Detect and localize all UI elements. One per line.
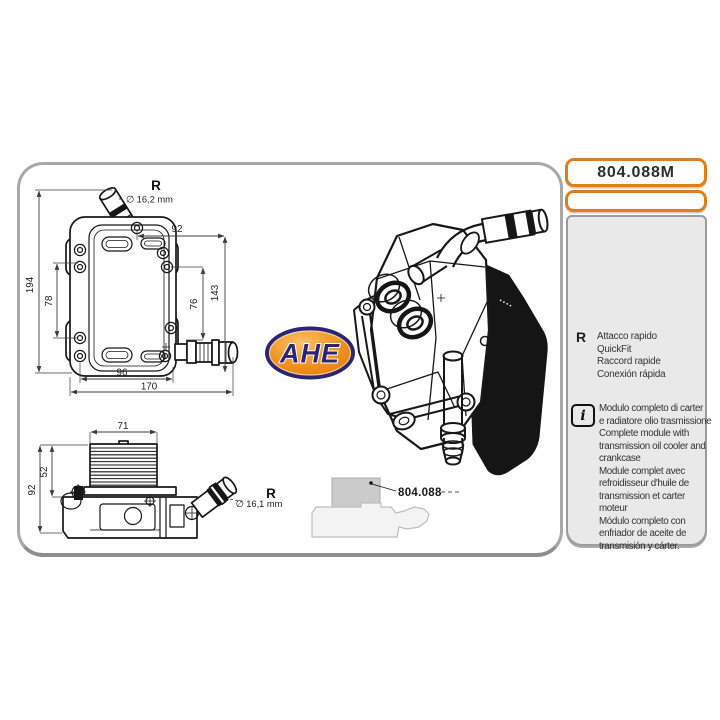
info-line: enfriador de aceite de (599, 528, 687, 540)
quickfit-line-es: Conexión rápida (597, 369, 666, 381)
quickfit-line-it: Attacco rapido (597, 331, 657, 342)
iso-bottom-hose (440, 350, 466, 466)
side-view-dimensions: 71 52 92 R ∅ 16,1 mm (27, 421, 283, 534)
info-description: Modulo completo di carter e radiatore ol… (599, 403, 713, 554)
side-fitting-diameter: ∅ 16,1 mm (236, 499, 283, 509)
quickfit-symbol: R (576, 329, 587, 345)
side-quickfit-symbol: R (266, 486, 276, 501)
part-number: 804.088M (597, 163, 675, 181)
info-line: Module complet avec (599, 465, 685, 477)
callout-silhouette: 804.088 (311, 477, 462, 538)
info-line: Módulo completo con (599, 515, 686, 527)
info-panel: R Attacco rapido QuickFit Raccord rapide… (566, 215, 712, 552)
quickfit-line-en: QuickFit (597, 343, 632, 355)
info-line: Complete module with (599, 428, 689, 440)
dim-170-label: 170 (141, 382, 158, 393)
quickfit-section: R Attacco rapido QuickFit Raccord rapide… (576, 329, 666, 382)
side-elbow-fitting (190, 476, 238, 519)
info-line: refroidisseur d'huile de (599, 478, 689, 490)
brand-logo: AHE (265, 326, 355, 380)
iso-gasket-ports (367, 249, 448, 340)
front-quickfit-symbol: R (151, 178, 161, 193)
iso-bracket (353, 294, 491, 431)
iso-top-hose (436, 208, 549, 268)
dim-78-label: 78 (44, 295, 55, 306)
info-line: transmission oil cooler and (599, 440, 706, 452)
brand-logo-text: AHE (279, 339, 340, 369)
dim-92-label: 92 (172, 224, 183, 235)
info-icon: i (571, 404, 595, 427)
iso-housing (369, 222, 491, 451)
dim-92s-label: 92 (27, 485, 38, 496)
iso-view-drawing (353, 208, 549, 476)
quickfit-line-fr: Raccord rapide (597, 356, 661, 368)
info-section: i Modulo completo di carter e radiatore … (571, 403, 713, 554)
info-line: e radiatore olio trasmissione (599, 415, 712, 427)
callout-part-number: 804.088 (398, 487, 442, 499)
drawing-panel: 194 78 92 143 76 96 170 R ∅ 16,2 mm (17, 162, 563, 557)
front-view-dimensions: 194 78 92 143 76 96 170 R ∅ 16,2 mm (25, 178, 234, 396)
dim-76-label: 76 (189, 298, 200, 309)
info-line: transmission et carter moteur (599, 490, 685, 515)
secondary-number-box[interactable] (565, 190, 707, 212)
front-fitting-diameter: ∅ 16,2 mm (126, 195, 173, 205)
dim-52-label: 52 (39, 467, 50, 478)
callout-body (311, 502, 430, 538)
dim-96-label: 96 (117, 368, 128, 379)
dim-71-label: 71 (118, 421, 129, 432)
info-line: crankcase (599, 453, 641, 465)
side-view-body (60, 440, 238, 539)
side-view-drawing: 71 52 92 R ∅ 16,1 mm (27, 421, 283, 539)
dim-143-label: 143 (210, 284, 221, 301)
info-line: Modulo completo di carter (599, 403, 703, 414)
dim-194-label: 194 (25, 276, 36, 293)
part-number-box[interactable]: 804.088M (565, 158, 707, 187)
info-line: transmisión y cárter. (599, 541, 680, 553)
quickfit-lines: Attacco rapido QuickFit Raccord rapide C… (597, 331, 666, 382)
front-view-body (65, 186, 239, 377)
front-view-drawing: 194 78 92 143 76 96 170 R ∅ 16,2 mm (25, 178, 239, 396)
